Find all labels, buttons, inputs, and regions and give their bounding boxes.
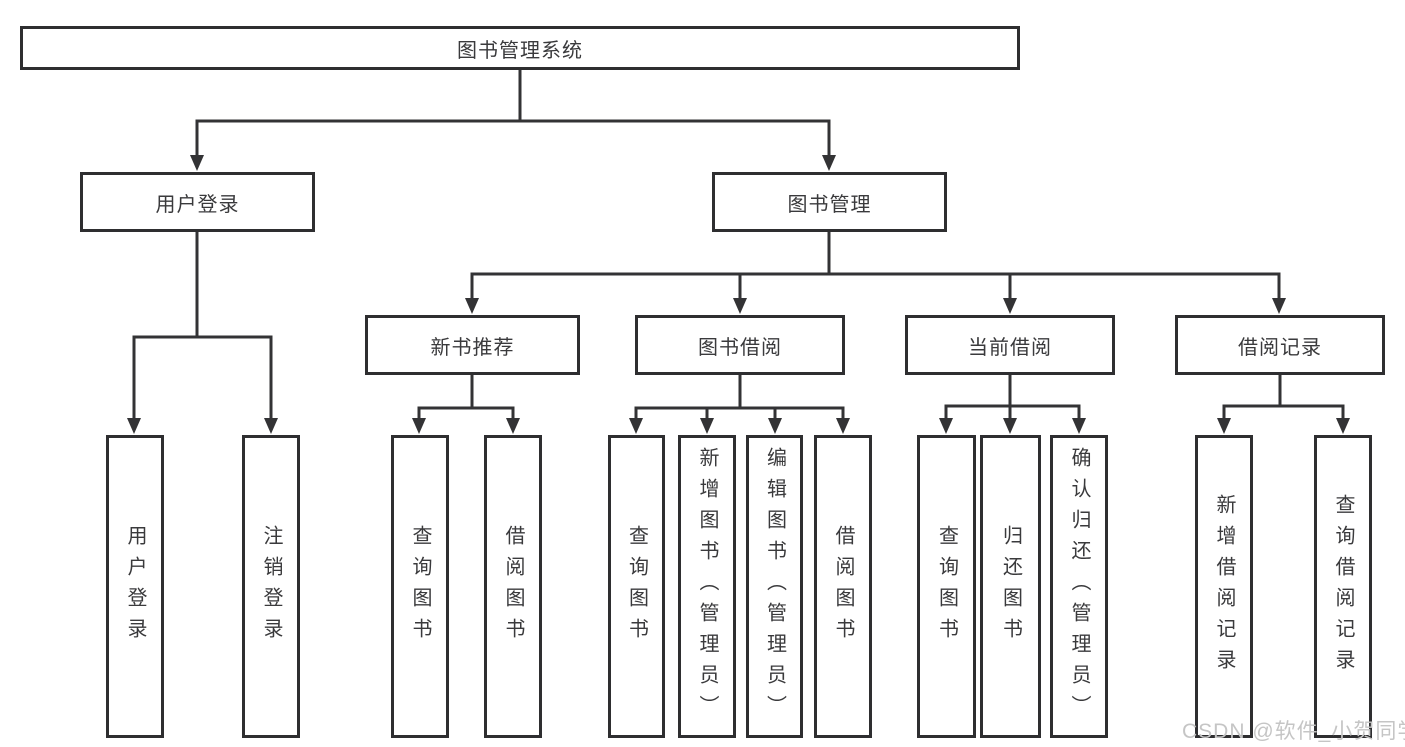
leaf-label: 查询图书	[409, 524, 431, 649]
leaf-label: 借阅图书	[502, 524, 524, 649]
node-current-borrow: 当前借阅	[905, 315, 1115, 375]
leaf-label: 查询图书	[625, 524, 648, 649]
leaf-query-books-current: 查询图书	[917, 435, 976, 738]
leaf-label: 借阅图书	[832, 524, 854, 649]
node-new-book-recommend: 新书推荐	[365, 315, 580, 375]
leaf-logout: 注销登录	[242, 435, 300, 738]
leaf-label: 注销登录	[260, 524, 282, 649]
node-label: 用户登录	[155, 193, 240, 216]
leaf-label: 查询图书	[935, 524, 958, 649]
leaf-borrow-books: 借阅图书	[814, 435, 872, 738]
node-label: 图书管理系统	[457, 39, 583, 62]
node-book-borrow: 图书借阅	[635, 315, 845, 375]
leaf-query-books-recommend: 查询图书	[391, 435, 449, 738]
leaf-label: 编辑图书（管理员）	[763, 447, 786, 726]
leaf-label: 确认归还（管理员）	[1068, 447, 1090, 726]
node-user-login: 用户登录	[80, 172, 315, 232]
node-label: 新书推荐	[430, 336, 515, 359]
leaf-confirm-return-admin: 确认归还（管理员）	[1050, 435, 1108, 738]
leaf-label: 用户登录	[124, 524, 146, 649]
leaf-label: 查询借阅记录	[1332, 493, 1354, 680]
node-label: 借阅记录	[1238, 336, 1322, 359]
leaf-edit-book-admin: 编辑图书（管理员）	[746, 435, 803, 738]
csdn-watermark: CSDN @软件_小贺同学	[1182, 720, 1405, 743]
leaf-query-borrow-record: 查询借阅记录	[1314, 435, 1372, 738]
node-label: 图书借阅	[698, 336, 782, 359]
leaf-label: 新增借阅记录	[1213, 493, 1235, 680]
node-root-system: 图书管理系统	[20, 26, 1020, 70]
node-borrow-records: 借阅记录	[1175, 315, 1385, 375]
leaf-return-book: 归还图书	[980, 435, 1041, 738]
node-label: 当前借阅	[968, 336, 1052, 359]
leaf-label: 归还图书	[999, 524, 1022, 649]
leaf-user-login: 用户登录	[106, 435, 164, 738]
leaf-query-books-borrow: 查询图书	[608, 435, 665, 738]
node-label: 图书管理	[787, 193, 872, 216]
leaf-add-book-admin: 新增图书（管理员）	[678, 435, 736, 738]
leaf-add-borrow-record: 新增借阅记录	[1195, 435, 1253, 738]
leaf-borrow-books-recommend: 借阅图书	[484, 435, 542, 738]
node-book-management: 图书管理	[712, 172, 947, 232]
leaf-label: 新增图书（管理员）	[696, 447, 718, 726]
